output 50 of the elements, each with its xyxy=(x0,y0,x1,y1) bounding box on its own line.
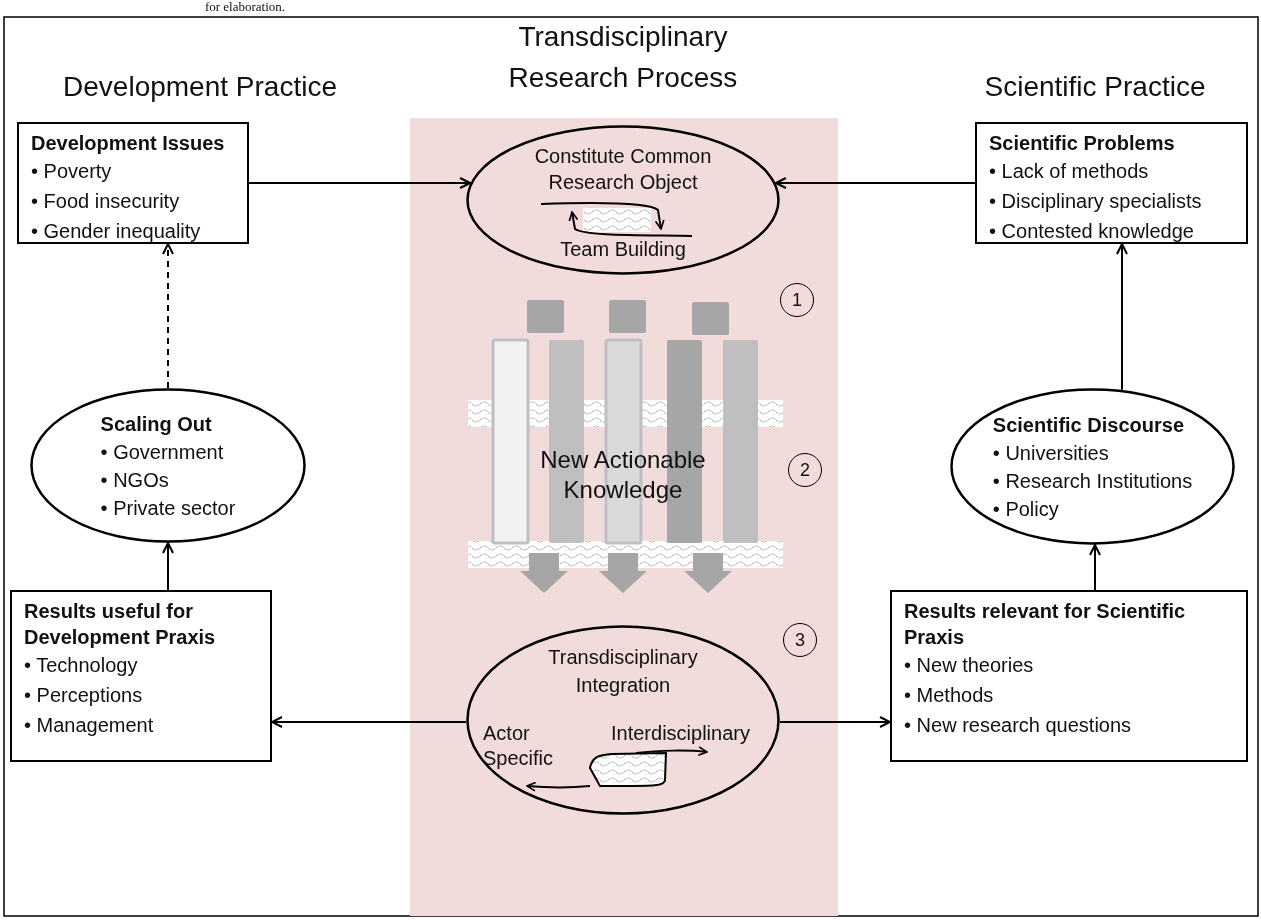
arrow xyxy=(778,716,891,728)
ellipse-label: Interdisciplinary xyxy=(611,721,751,746)
arrow xyxy=(162,542,174,591)
dashed-arrow xyxy=(162,243,174,389)
box-heading: Results useful for Development Praxis xyxy=(24,599,217,650)
ellipse-label: Transdisciplinary Integration xyxy=(547,645,699,698)
bullet-item: • Universities xyxy=(992,440,1110,466)
column-heading: Scientific Practice xyxy=(983,70,1207,104)
arrow xyxy=(1089,544,1101,591)
ellipse-label: Actor Specific xyxy=(483,721,555,771)
text-box xyxy=(975,122,1248,244)
column-heading: Transdisciplinary Research Process xyxy=(507,20,739,95)
note-text: for elaboration. xyxy=(203,0,287,13)
text-ellipse xyxy=(30,388,306,543)
bullet-item: • NGOs xyxy=(100,467,170,493)
bullet-item: • Research Institutions xyxy=(992,468,1193,494)
bullet-item: • Gender inequality xyxy=(31,219,202,244)
box-heading: Development Issues xyxy=(31,131,226,156)
bullet-item: • New research questions xyxy=(904,713,1133,738)
arrow xyxy=(271,716,468,728)
bullet-item: • Contested knowledge xyxy=(989,219,1195,244)
ellipse-label: Team Building xyxy=(559,238,687,260)
bullet-item: • Private sector xyxy=(100,495,236,521)
box-heading: Scientific Discourse xyxy=(992,412,1185,438)
arrow xyxy=(248,177,472,189)
box-heading: Scientific Problems xyxy=(989,131,1176,156)
bullet-item: • Perceptions xyxy=(24,683,144,708)
text-box xyxy=(10,590,272,762)
box-heading: Results relevant for Scientific Praxis xyxy=(904,599,1187,650)
bullet-item: • Technology xyxy=(24,653,139,678)
bullet-item: • Food insecurity xyxy=(31,189,181,214)
ellipse-label: Constitute Common Research Object xyxy=(533,144,713,195)
text-ellipse xyxy=(950,388,1235,545)
bullet-item: • Disciplinary specialists xyxy=(989,189,1203,214)
box-heading: Scaling Out xyxy=(100,411,213,437)
bullet-item: • Management xyxy=(24,713,155,738)
diagram-label: New Actionable Knowledge xyxy=(539,445,707,505)
arrow xyxy=(774,177,976,189)
bullet-item: • Poverty xyxy=(31,159,113,184)
bullet-item: • Lack of methods xyxy=(989,159,1150,184)
arrow xyxy=(1116,243,1128,391)
bullet-item: • Methods xyxy=(904,683,995,708)
text-box xyxy=(17,122,249,244)
bullet-item: • Policy xyxy=(992,496,1060,522)
text-ellipse xyxy=(466,625,780,815)
text-box xyxy=(890,590,1248,762)
bullet-item: • New theories xyxy=(904,653,1035,678)
text-ellipse xyxy=(466,125,780,275)
column-heading: Development Practice xyxy=(62,70,338,104)
bullet-item: • Government xyxy=(100,439,225,465)
